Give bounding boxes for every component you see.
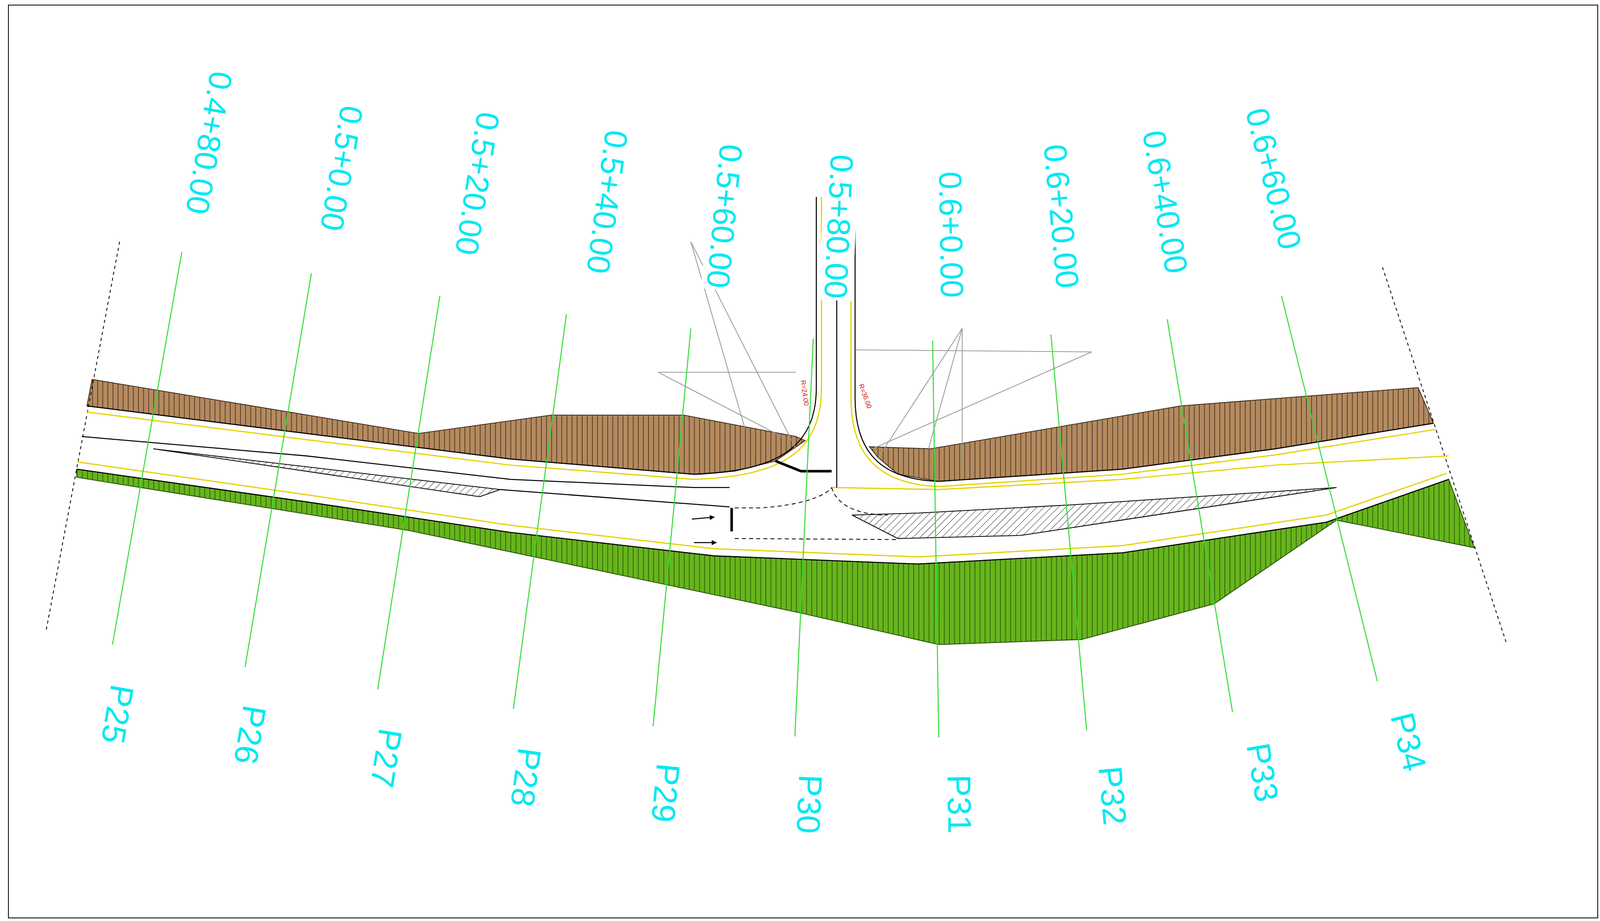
chainage-label: 0.5+80.00 (818, 151, 860, 301)
profile-label: P28 (504, 744, 548, 811)
profile-label: P31 (941, 772, 978, 836)
junction-markings (500, 461, 898, 543)
chainage-label: 0.6+0.00 (932, 169, 970, 300)
traffic-island (852, 487, 1337, 539)
road-edges (76, 197, 1449, 565)
chainage-label: 0.6+60.00 (1239, 102, 1309, 255)
radius-label: R=24.00 (799, 379, 811, 407)
profile-label: P25 (94, 680, 141, 749)
profile-label: P32 (1092, 763, 1133, 829)
chainage-label: 0.5+60.00 (700, 141, 749, 292)
cut-slope (86, 379, 806, 475)
frame (8, 4, 1598, 918)
profile-label: P27 (363, 724, 408, 792)
chainage-label: 0.4+80.00 (179, 67, 239, 219)
chainage-label: 0.5+0.00 (314, 101, 370, 236)
cut-slope (869, 387, 1434, 482)
profile-label: P33 (1239, 738, 1285, 807)
profile-label: P34 (1383, 707, 1433, 777)
limit-line (46, 241, 120, 631)
profile-label: P30 (790, 772, 828, 837)
profile-label: P29 (644, 759, 686, 826)
chainage-label: 0.5+20.00 (449, 107, 507, 260)
chainage-label: 0.6+20.00 (1037, 141, 1086, 292)
chainage-label: 0.6+40.00 (1136, 126, 1195, 278)
fill-slope (76, 469, 1475, 645)
cross-section-lines (112, 252, 1378, 738)
radius-label: R=36.00 (857, 382, 873, 410)
traffic-island (153, 448, 501, 497)
profile-label: P26 (227, 700, 273, 769)
chainage-label: 0.5+40.00 (580, 126, 635, 278)
